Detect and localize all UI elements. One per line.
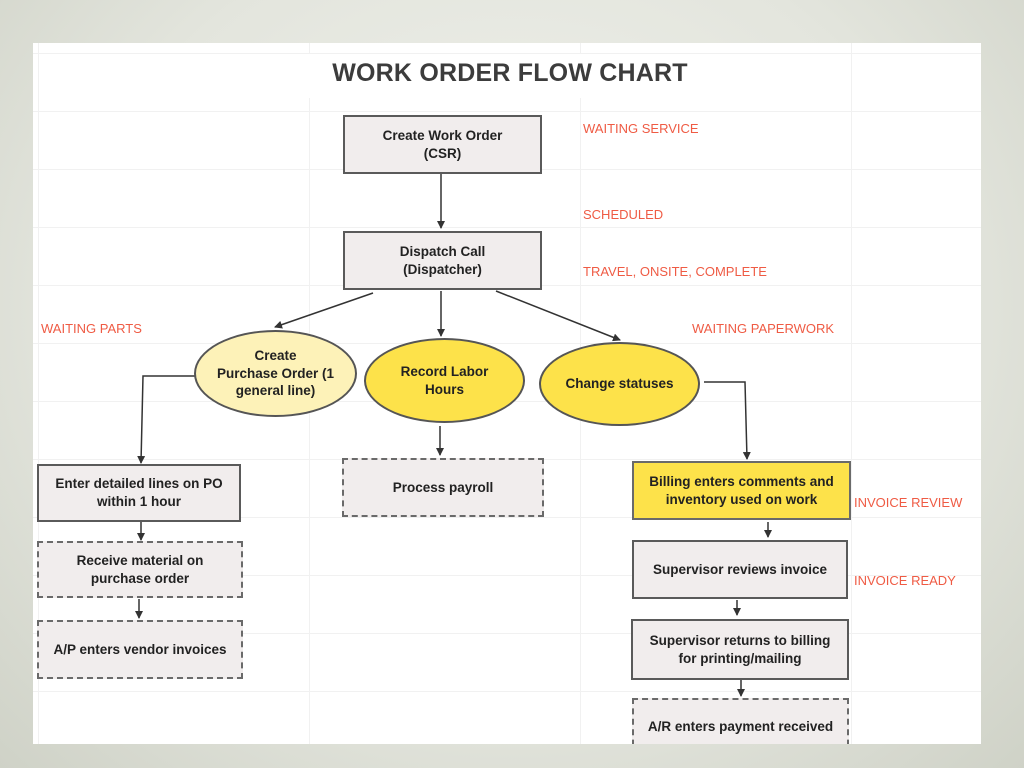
billing-comments-box: Billing enters comments and inventory us…: [632, 461, 851, 520]
supervisor-reviews-label: Supervisor reviews invoice: [652, 561, 828, 577]
record-labor-label: Record Labor Hours: [400, 363, 489, 397]
receive-material-label: Receive material on purchase order: [76, 552, 204, 586]
chart-title: WORK ORDER FLOW CHART: [332, 59, 688, 87]
process-payroll-label: Process payroll: [392, 479, 494, 495]
change-statuses-label: Change statuses: [565, 376, 674, 392]
create-work-order-label: Create Work Order (CSR): [382, 127, 503, 161]
title-band: [225, 54, 795, 98]
connector-status-billing: [704, 381, 751, 460]
status-travel-onsite-complete: TRAVEL, ONSITE, COMPLETE: [583, 264, 767, 279]
dispatch-call-label: Dispatch Call (Dispatcher): [399, 243, 486, 277]
supervisor-reviews-box: Supervisor reviews invoice: [632, 540, 848, 599]
connector-po-lines: [137, 375, 195, 464]
status-invoice-review: INVOICE REVIEW: [854, 495, 963, 510]
ar-payment-label: A/R enters payment received: [647, 719, 834, 735]
slide: WORK ORDER FLOW CHART Create Work Order …: [33, 43, 981, 744]
supervisor-returns-box: Supervisor returns to billing for printi…: [631, 619, 849, 680]
record-labor-ellipse: Record Labor Hours: [364, 338, 525, 423]
process-payroll-box: Process payroll: [342, 458, 544, 517]
change-statuses-ellipse: Change statuses: [539, 342, 700, 426]
billing-comments-label: Billing enters comments and inventory us…: [649, 473, 834, 507]
status-waiting-parts: WAITING PARTS: [41, 321, 142, 336]
status-invoice-ready: INVOICE READY: [854, 573, 956, 588]
connectors: [135, 174, 772, 697]
connector-dispatch-status: [495, 290, 621, 342]
status-scheduled: SCHEDULED: [583, 207, 664, 222]
enter-po-lines-label: Enter detailed lines on PO within 1 hour: [55, 476, 223, 509]
status-waiting-paperwork: WAITING PAPERWORK: [692, 321, 835, 336]
ap-invoices-label: A/P enters vendor invoices: [53, 641, 227, 657]
supervisor-returns-label: Supervisor returns to billing for printi…: [649, 632, 831, 666]
connector-dispatch-po: [274, 292, 374, 329]
receive-material-box: Receive material on purchase order: [37, 541, 243, 598]
create-po-label: Create Purchase Order (1 general line): [216, 348, 335, 399]
dispatch-call-box: Dispatch Call (Dispatcher): [343, 231, 542, 290]
enter-po-lines-box: Enter detailed lines on PO within 1 hour: [37, 464, 241, 522]
ap-invoices-box: A/P enters vendor invoices: [37, 620, 243, 679]
status-waiting-service: WAITING SERVICE: [583, 121, 699, 136]
create-po-ellipse: Create Purchase Order (1 general line): [194, 330, 357, 417]
create-work-order-box: Create Work Order (CSR): [343, 115, 542, 174]
ar-payment-box: A/R enters payment received: [632, 698, 849, 744]
